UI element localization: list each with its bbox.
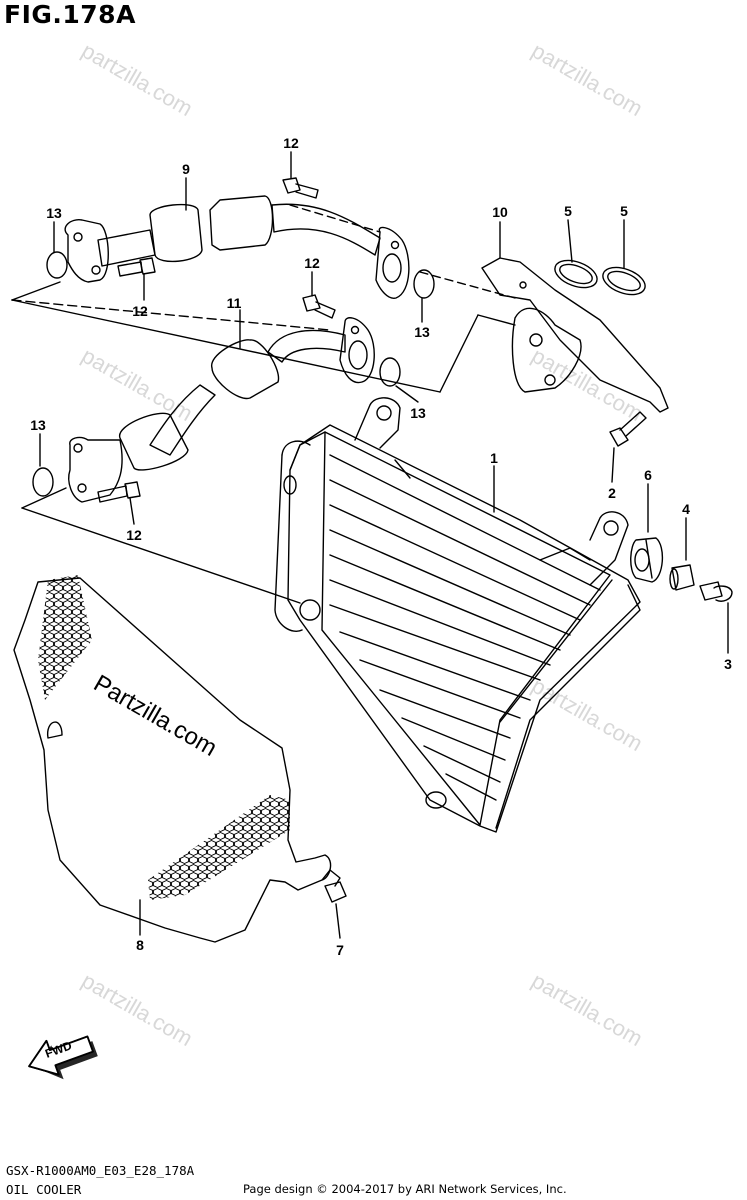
watermark-text: partzilla.com <box>528 38 647 121</box>
fwd-arrow-icon <box>28 1035 98 1080</box>
callout-12-left: 12 <box>132 303 148 319</box>
o-ring-upper-right <box>413 269 435 299</box>
bolt-12-lower <box>97 481 141 503</box>
callout-7: 7 <box>336 942 344 958</box>
o-ring-upper-left <box>46 251 68 279</box>
rubber-damper <box>630 537 663 583</box>
watermark-text: partzilla.com <box>78 968 197 1051</box>
callout-2: 2 <box>608 485 616 501</box>
callout-5-right: 5 <box>620 203 628 219</box>
callout-13-upper-right: 13 <box>414 324 430 340</box>
callout-12-top: 12 <box>283 135 299 151</box>
callout-12-lower: 12 <box>126 527 142 543</box>
callout-11: 11 <box>227 295 242 311</box>
callout-10: 10 <box>492 204 508 220</box>
diagram-subtitle: OIL COOLER <box>6 1182 82 1197</box>
bolt-12-middle <box>302 294 336 319</box>
grommet-left <box>554 259 598 289</box>
callout-5-left: 5 <box>564 203 572 219</box>
bolt-12-left <box>117 257 156 277</box>
callout-6: 6 <box>644 467 652 483</box>
lower-oil-hose <box>68 317 375 503</box>
watermark-text: partzilla.com <box>78 38 197 121</box>
watermark-text: partzilla.com <box>528 343 647 426</box>
bolt-12-top <box>282 177 319 199</box>
oil-cooler-core <box>274 397 641 833</box>
watermark-text: partzilla.com <box>528 673 647 756</box>
bolt-3 <box>699 581 733 602</box>
bolt-2 <box>609 411 647 447</box>
callout-13-lower-right: 13 <box>410 405 426 421</box>
o-ring-lower-right <box>379 357 401 387</box>
copyright-notice: Page design © 2004-2017 by ARI Network S… <box>243 1182 567 1196</box>
callout-1: 1 <box>490 450 498 466</box>
mounting-bracket <box>481 257 669 413</box>
o-ring-lower-left <box>32 467 54 497</box>
callout-4: 4 <box>682 501 690 517</box>
callout-13-upper-left: 13 <box>46 205 62 221</box>
upper-oil-hose <box>64 195 410 299</box>
callout-12-middle: 12 <box>304 255 320 271</box>
grommet-right <box>602 266 646 296</box>
callout-8: 8 <box>136 937 144 953</box>
callout-9: 9 <box>182 161 190 177</box>
brand-watermark: Partzilla.com <box>89 670 221 762</box>
watermark-text: partzilla.com <box>528 968 647 1051</box>
bolt-7 <box>321 869 347 903</box>
callout-13-lower-left: 13 <box>30 417 46 433</box>
callout-3: 3 <box>724 656 732 672</box>
watermark-text: partzilla.com <box>78 343 197 426</box>
diagram-code: GSX-R1000AM0_E03_E28_178A <box>6 1163 195 1178</box>
figure-title: FIG.178A <box>4 0 136 29</box>
spacer-collar <box>669 564 695 591</box>
